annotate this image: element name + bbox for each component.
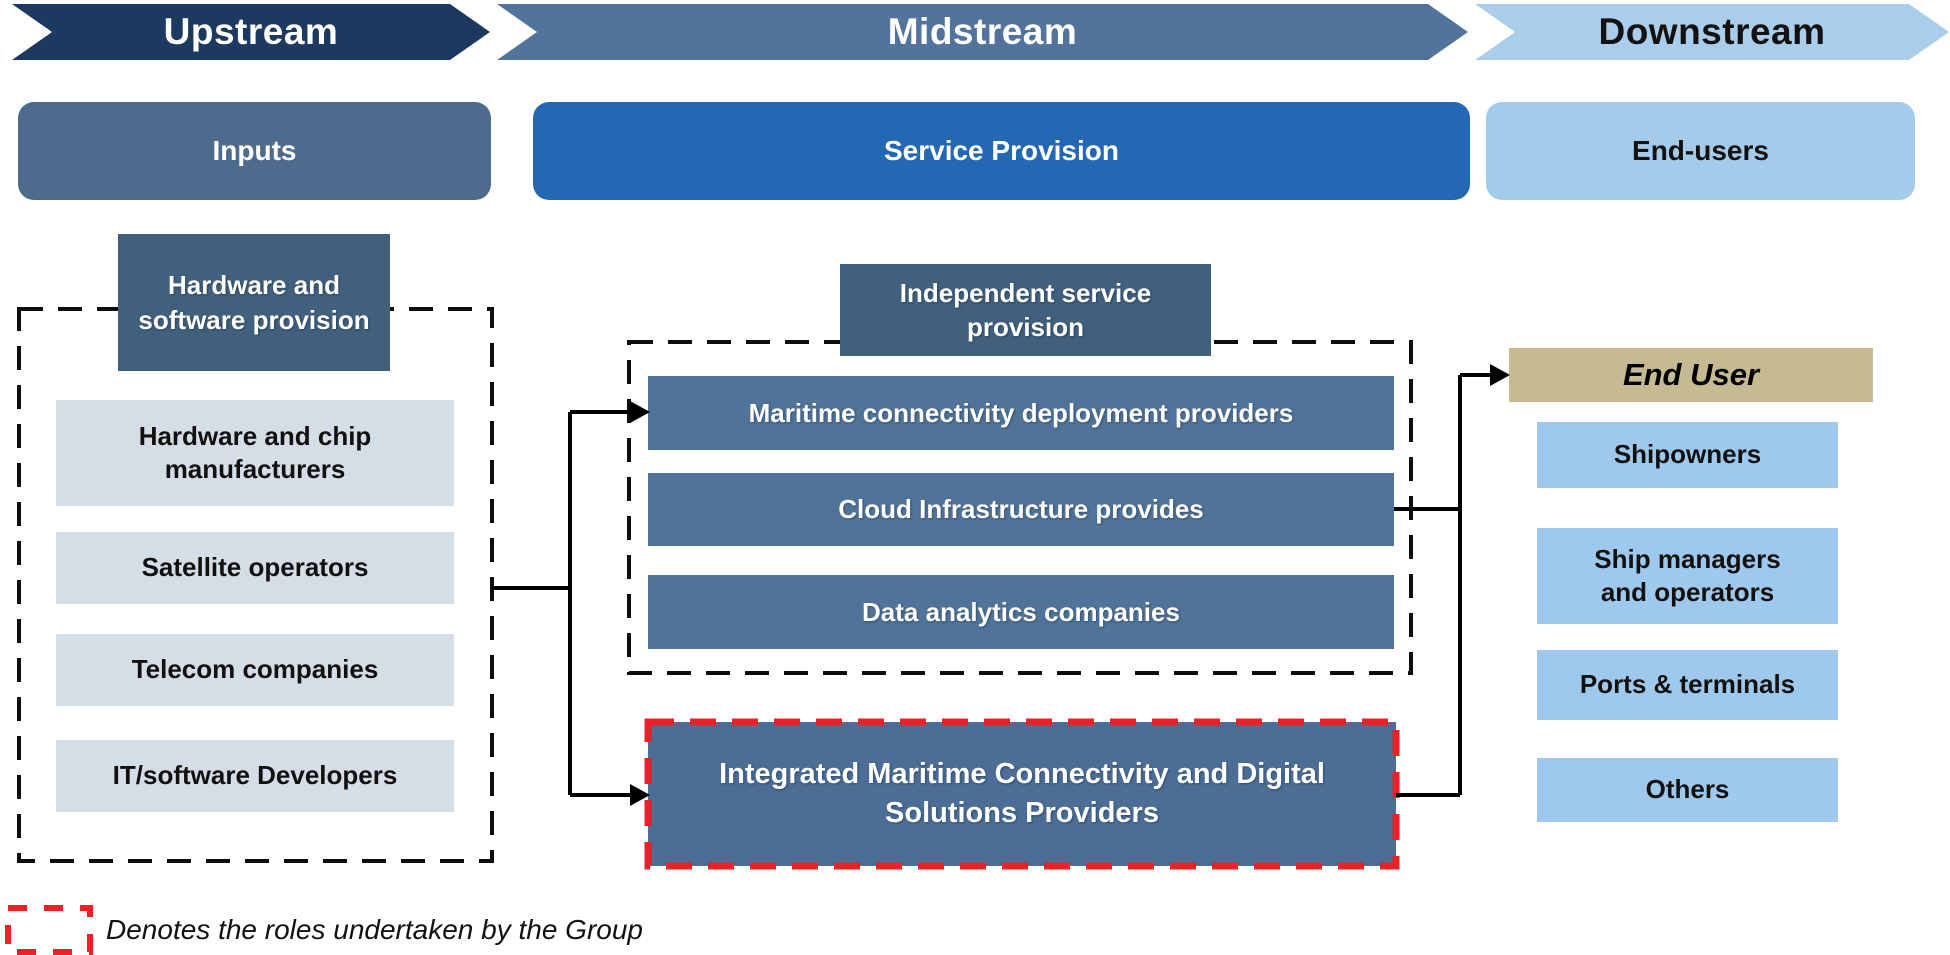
legend-highlight-swatch: [5, 905, 93, 955]
midstream-group-header: Independent service provision: [840, 264, 1211, 356]
upstream-group-header: Hardware and software provision: [118, 234, 390, 371]
legend-text: Denotes the roles undertaken by the Grou…: [106, 906, 643, 954]
band-inputs-label: Inputs: [212, 135, 297, 166]
downstream-item-label: Others: [1645, 774, 1730, 805]
downstream-item-shipowners: Shipowners: [1537, 422, 1838, 488]
arrowhead-to-end-user: [1490, 364, 1510, 386]
downstream-item-label: Shipowners: [1613, 439, 1762, 470]
midstream-item-label: Data analytics companies: [862, 596, 1180, 627]
downstream-item-ship-managers: Ship managers and operators: [1537, 528, 1838, 624]
midstream-item-label: Cloud Infrastructure provides: [838, 494, 1204, 524]
midstream-item-maritime-connectivity: Maritime connectivity deployment provide…: [648, 376, 1394, 450]
stage-label-upstream: Upstream: [163, 11, 339, 52]
legend-label: Denotes the roles undertaken by the Grou…: [106, 914, 644, 945]
upstream-item-label: Telecom companies: [131, 654, 379, 685]
arrowhead-to-maritime: [630, 401, 650, 423]
band-service-provision: Service Provision: [533, 102, 1470, 200]
downstream-item-label: Ports & terminals: [1579, 669, 1796, 700]
end-user-header-label: End User: [1622, 357, 1760, 392]
upstream-item-label: Hardware and chip manufacturers: [138, 420, 372, 484]
midstream-item-label: Maritime connectivity deployment provide…: [748, 397, 1294, 428]
band-end-users-label: End-users: [1632, 135, 1769, 166]
stage-arrow-upstream: Upstream: [12, 4, 490, 60]
stage-label-midstream: Midstream: [887, 11, 1078, 52]
upstream-item-telecom-companies: Telecom companies: [56, 634, 454, 706]
upstream-item-it-software-developers: IT/software Developers: [56, 740, 454, 812]
downstream-item-label: Ship managers and operators: [1594, 543, 1781, 607]
upstream-item-label: IT/software Developers: [112, 760, 398, 791]
upstream-item-satellite-operators: Satellite operators: [56, 532, 454, 604]
upstream-item-hardware-chip: Hardware and chip manufacturers: [56, 400, 454, 506]
upstream-item-label: Satellite operators: [141, 552, 369, 583]
upstream-group-header-label: Hardware and software provision: [138, 270, 370, 335]
midstream-item-cloud-infrastructure: Cloud Infrastructure provides: [648, 473, 1394, 546]
band-end-users: End-users: [1486, 102, 1915, 200]
integrated-providers-box: Integrated Maritime Connectivity and Dig…: [648, 722, 1396, 866]
midstream-item-data-analytics: Data analytics companies: [648, 575, 1394, 649]
stage-arrow-midstream: Midstream: [497, 4, 1468, 60]
band-inputs: Inputs: [18, 102, 491, 200]
downstream-item-others: Others: [1537, 758, 1838, 822]
integrated-providers-label: Integrated Maritime Connectivity and Dig…: [719, 757, 1325, 829]
arrowhead-to-integrated: [630, 784, 650, 806]
band-service-provision-label: Service Provision: [883, 135, 1119, 166]
midstream-group-header-label: Independent service provision: [899, 277, 1152, 342]
stage-arrow-downstream: Downstream: [1475, 4, 1949, 60]
end-user-header-bar: End User: [1509, 348, 1873, 402]
stage-label-downstream: Downstream: [1598, 11, 1826, 52]
downstream-item-ports-terminals: Ports & terminals: [1537, 650, 1838, 720]
